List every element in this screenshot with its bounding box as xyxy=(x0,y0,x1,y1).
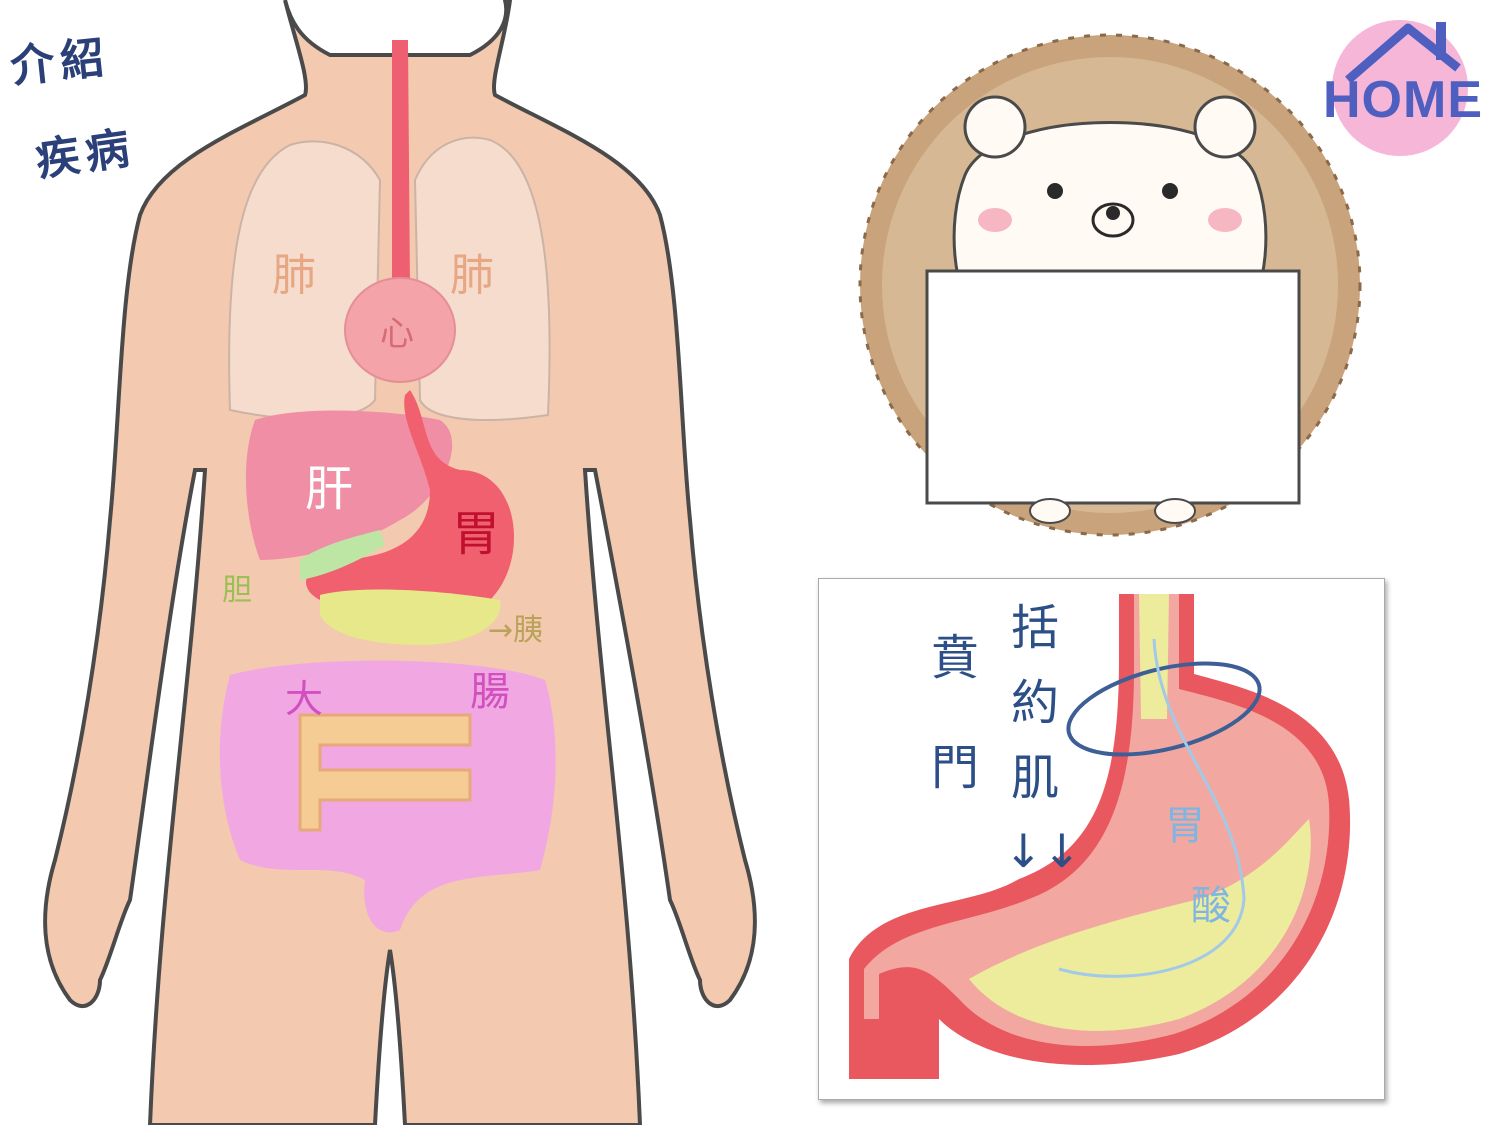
label-large-intestine-1: 大 xyxy=(285,677,323,721)
sign-board xyxy=(925,269,1301,505)
stomach xyxy=(306,390,514,624)
body-diagram: 肺 肺 心 肝 胃 胆 →胰 大 腸 xyxy=(43,0,757,1125)
label-large-intestine-2: 腸 xyxy=(470,669,510,715)
gallbladder xyxy=(300,530,385,580)
intro-line-2: 疾病 xyxy=(32,122,139,187)
hedgehog-ear-left xyxy=(963,95,1027,159)
label-sphincter-2: 約 xyxy=(1011,675,1059,731)
stomach-diagram: 賁 門 括 約 肌 ↓↓ 胃 酸 xyxy=(849,594,1351,1079)
intro-disease-link[interactable]: 介紹 疾病 xyxy=(8,18,210,188)
label-lung-right: 肺 xyxy=(450,250,494,301)
label-sphincter-1: 括 xyxy=(1011,600,1059,656)
label-acid-1: 胃 xyxy=(1165,803,1205,849)
home-label: HOME xyxy=(1323,71,1483,129)
hedgehog-ear-right xyxy=(1193,95,1257,159)
label-lung-left: 肺 xyxy=(272,250,316,301)
label-gallbladder: 胆 xyxy=(222,573,252,608)
label-heart: 心 xyxy=(380,314,414,354)
label-cardia-1: 賁 xyxy=(931,630,979,686)
hedgehog-illustration xyxy=(858,33,1362,537)
sphincter-circle xyxy=(1066,661,1262,757)
gastric-acid-pool xyxy=(969,819,1311,1031)
label-cardia-2: 門 xyxy=(931,740,979,796)
label-stomach: 胃 xyxy=(452,506,500,562)
intro-line-1: 介紹 xyxy=(8,31,113,94)
liver xyxy=(245,410,453,560)
sphincter-region xyxy=(1139,594,1169,719)
label-arrows: ↓↓ xyxy=(1004,824,1081,878)
pancreas xyxy=(320,589,501,645)
label-sphincter-3: 肌 xyxy=(1011,750,1059,806)
label-liver: 肝 xyxy=(305,461,353,517)
stomach-card: 賁 門 括 約 肌 ↓↓ 胃 酸 xyxy=(818,578,1385,1100)
label-pancreas: →胰 xyxy=(488,613,543,648)
small-intestine xyxy=(298,713,472,832)
heart xyxy=(344,277,456,383)
label-acid-2: 酸 xyxy=(1191,883,1231,929)
acid-reflux-arrow xyxy=(1058,638,1246,978)
esophagus xyxy=(392,40,410,290)
home-button[interactable]: HOME xyxy=(1318,8,1488,158)
home-icon xyxy=(1332,20,1468,156)
